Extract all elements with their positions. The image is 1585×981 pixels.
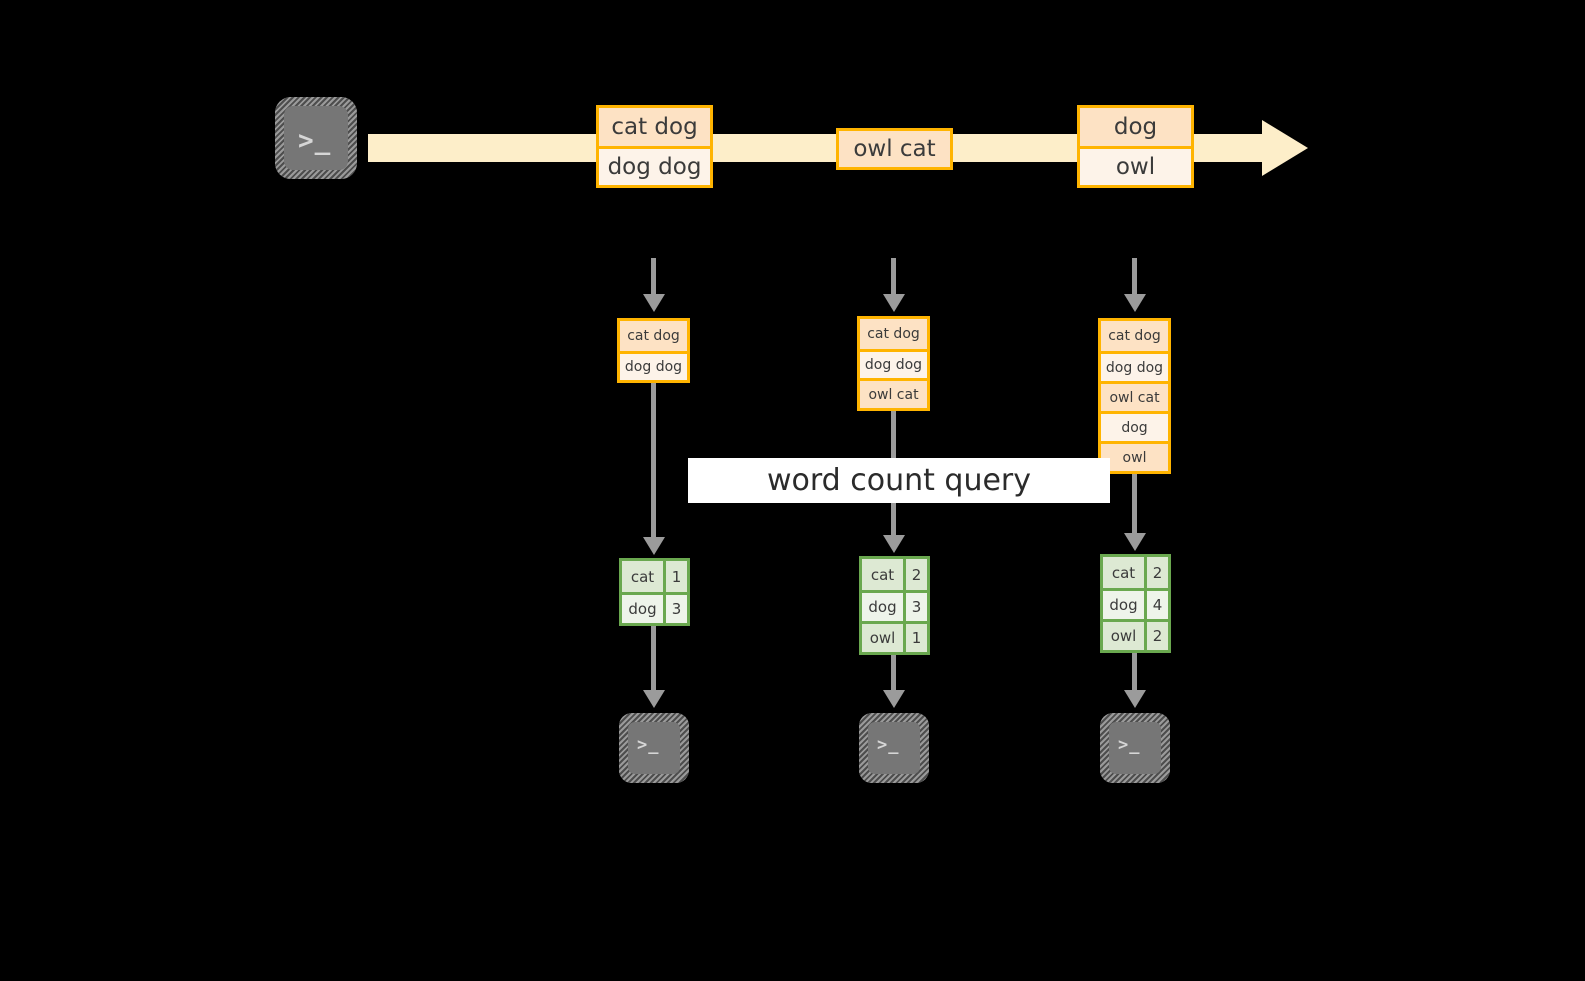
trigger-2-sink-terminal-icon: >_ [859, 713, 929, 783]
stream-batch-3-line-1: dog [1080, 108, 1191, 146]
table-row: cat 2 [862, 559, 927, 590]
trigger-3-result-word-1: cat [1103, 557, 1147, 588]
trigger-3-accumulated-line-2: dog dog [1101, 351, 1168, 381]
trigger-1-accumulated-box: cat dog dog dog [617, 318, 690, 383]
trigger-2-accumulated-line-2: dog dog [860, 349, 927, 378]
trigger-3-query-arrow-icon [1124, 533, 1146, 551]
trigger-2-query-arrow-icon [883, 535, 905, 553]
trigger-2-result-word-1: cat [862, 559, 906, 590]
trigger-1-result-count-2: 3 [666, 595, 687, 623]
terminal-prompt-label: >_ [877, 735, 900, 755]
trigger-3-query-line [1132, 474, 1137, 537]
trigger-1-result-word-2: dog [622, 595, 666, 623]
trigger-1-sink-terminal-icon: >_ [619, 713, 689, 783]
trigger-3-outflow-line [1132, 653, 1137, 694]
terminal-face [1109, 722, 1161, 774]
terminal-prompt-label: >_ [298, 126, 332, 156]
trigger-2-accumulated-line-3: owl cat [860, 378, 927, 408]
table-row: owl 1 [862, 621, 927, 652]
trigger-1-accumulated-line-1: cat dog [620, 321, 687, 351]
trigger-3-accumulated-line-1: cat dog [1101, 321, 1168, 351]
trigger-2-outflow-arrow-icon [883, 690, 905, 708]
source-terminal-icon: >_ [275, 97, 357, 179]
trigger-3-outflow-arrow-icon [1124, 690, 1146, 708]
table-row: dog 3 [622, 592, 687, 623]
trigger-1-inflow-arrow-icon [643, 294, 665, 312]
terminal-face [284, 106, 348, 170]
trigger-3-result-table: cat 2 dog 4 owl 2 [1100, 554, 1171, 653]
stream-batch-1-line-1: cat dog [599, 108, 710, 146]
trigger-1-result-word-1: cat [622, 561, 666, 592]
trigger-2-accumulated-line-1: cat dog [860, 319, 927, 349]
trigger-2-result-table: cat 2 dog 3 owl 1 [859, 556, 930, 655]
trigger-2-result-count-2: 3 [906, 593, 927, 621]
trigger-1-query-arrow-icon [643, 537, 665, 555]
trigger-3-result-count-3: 2 [1147, 622, 1168, 650]
stream-batch-3: dog owl [1077, 105, 1194, 188]
query-label: word count query [688, 458, 1110, 503]
trigger-2-result-word-2: dog [862, 593, 906, 621]
trigger-2-inflow-arrow-icon [883, 294, 905, 312]
trigger-1-outflow-arrow-icon [643, 690, 665, 708]
trigger-3-result-count-2: 4 [1147, 591, 1168, 619]
trigger-2-result-word-3: owl [862, 624, 906, 652]
stream-batch-2: owl cat [836, 128, 953, 170]
trigger-1-query-line [651, 383, 656, 541]
trigger-2-accumulated-box: cat dog dog dog owl cat [857, 316, 930, 411]
trigger-3-result-word-3: owl [1103, 622, 1147, 650]
terminal-prompt-label: >_ [637, 735, 660, 755]
trigger-1-outflow-line [651, 626, 656, 694]
trigger-3-result-word-2: dog [1103, 591, 1147, 619]
stream-batch-1: cat dog dog dog [596, 105, 713, 188]
terminal-prompt-label: >_ [1118, 735, 1141, 755]
stream-batch-2-line-1: owl cat [839, 131, 950, 167]
trigger-2-result-count-1: 2 [906, 559, 927, 590]
table-row: dog 4 [1103, 588, 1168, 619]
table-row: cat 1 [622, 561, 687, 592]
trigger-3-accumulated-line-5: owl [1101, 441, 1168, 471]
trigger-3-inflow-line [1132, 258, 1137, 300]
trigger-1-result-table: cat 1 dog 3 [619, 558, 690, 626]
stream-batch-3-line-2: owl [1080, 146, 1191, 185]
trigger-3-sink-terminal-icon: >_ [1100, 713, 1170, 783]
trigger-3-accumulated-box: cat dog dog dog owl cat dog owl [1098, 318, 1171, 474]
trigger-1-result-count-1: 1 [666, 561, 687, 592]
stream-batch-1-line-2: dog dog [599, 146, 710, 185]
trigger-3-accumulated-line-3: owl cat [1101, 381, 1168, 411]
terminal-face [868, 722, 920, 774]
trigger-2-inflow-line [891, 258, 896, 300]
trigger-1-accumulated-line-2: dog dog [620, 351, 687, 380]
table-row: cat 2 [1103, 557, 1168, 588]
terminal-face [628, 722, 680, 774]
trigger-3-accumulated-line-4: dog [1101, 411, 1168, 441]
table-row: dog 3 [862, 590, 927, 621]
trigger-3-result-count-1: 2 [1147, 557, 1168, 588]
trigger-3-inflow-arrow-icon [1124, 294, 1146, 312]
trigger-2-outflow-line [891, 655, 896, 694]
trigger-1-inflow-line [651, 258, 656, 300]
trigger-2-result-count-3: 1 [906, 624, 927, 652]
stream-arrow-head-icon [1262, 120, 1308, 176]
table-row: owl 2 [1103, 619, 1168, 650]
